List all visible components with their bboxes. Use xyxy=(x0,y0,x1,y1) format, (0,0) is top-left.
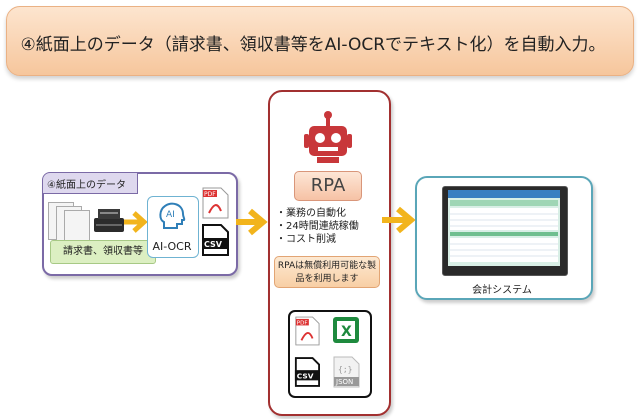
ai-icon-text: AI xyxy=(166,210,175,220)
monitor-screen xyxy=(448,190,560,266)
rpa-feature: ・24時間連続稼働 xyxy=(276,221,359,232)
excel-icon-text: X xyxy=(341,324,352,340)
arrow-icon xyxy=(236,208,268,236)
accounting-system-label: 会計システム xyxy=(472,285,532,296)
csv-icon: CSV xyxy=(202,224,229,256)
rpa-feature: ・コスト削減 xyxy=(276,234,336,245)
rpa-title: RPA xyxy=(294,171,362,201)
csv-icon-text: CSV xyxy=(204,240,223,249)
json-icon-text: JSON xyxy=(335,378,353,386)
csv-icon-text: CSV xyxy=(297,372,314,381)
rpa-note: RPAは無償利用可能な製品を利用します xyxy=(274,256,380,288)
rpa-feature: ・業務の自動化 xyxy=(276,208,346,219)
pdf-icon-text: PDF xyxy=(204,191,216,198)
ai-ocr-label: AI-OCR xyxy=(152,240,192,253)
json-icon-braces: {;} xyxy=(338,365,352,374)
banner-title: ④紙面上のデータ（請求書、領収書等をAI-OCRでテキスト化）を自動入力。 xyxy=(20,35,606,55)
arrow-icon xyxy=(382,206,416,234)
scanner-icon xyxy=(94,209,124,232)
screen-content-icon xyxy=(448,190,560,262)
csv-icon: CSV xyxy=(294,357,320,387)
pdf-icon: PDF xyxy=(202,187,229,219)
rpa-features: ・業務の自動化 ・24時間連続稼働 ・コスト削減 xyxy=(276,207,359,246)
pdf-icon: PDF xyxy=(295,316,320,346)
documents-label: 請求書、領収書等 xyxy=(50,240,156,264)
pdf-icon-text: PDF xyxy=(297,321,308,327)
arrow-icon xyxy=(124,211,148,233)
title-banner xyxy=(6,6,634,76)
excel-icon: X xyxy=(333,317,359,343)
ai-head-icon: AI xyxy=(159,202,186,229)
input-group-tab: ④紙面上のデータ xyxy=(42,172,138,194)
robot-icon xyxy=(304,111,352,163)
input-group-tab-label: ④紙面上のデータ xyxy=(47,180,126,191)
json-icon: {;} JSON xyxy=(333,356,360,388)
